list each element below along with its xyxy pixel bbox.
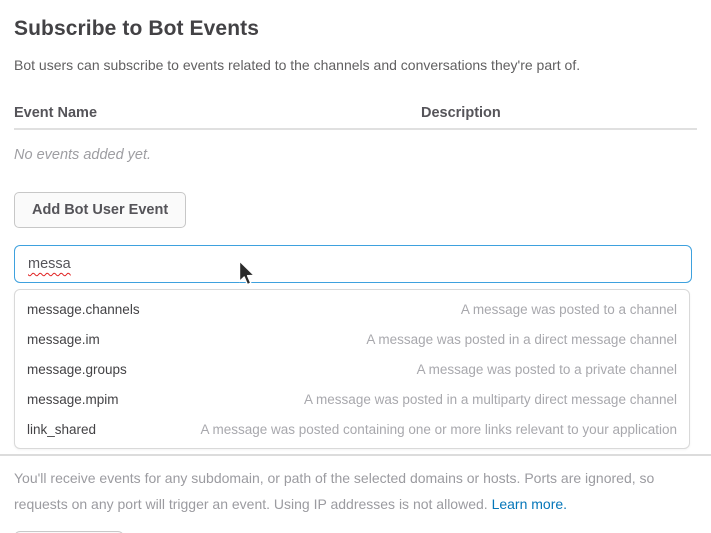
page-title: Subscribe to Bot Events bbox=[14, 17, 260, 40]
empty-events-message: No events added yet. bbox=[14, 147, 152, 163]
event-search-input[interactable]: messa bbox=[14, 245, 692, 283]
suggestion-name: link_shared bbox=[27, 421, 97, 437]
event-search-value: messa bbox=[28, 256, 71, 272]
suggestion-description: A message was posted to a private channe… bbox=[416, 361, 677, 377]
suggestion-name: message.im bbox=[27, 331, 100, 347]
events-table-header: Event Name Description bbox=[14, 105, 690, 121]
table-header-divider bbox=[14, 128, 697, 130]
event-suggestions-dropdown: message.channels A message was posted to… bbox=[14, 289, 690, 449]
suggestion-name: message.channels bbox=[27, 301, 140, 317]
suggestion-message-groups[interactable]: message.groups A message was posted to a… bbox=[15, 354, 689, 384]
column-header-description: Description bbox=[421, 105, 501, 121]
suggestion-message-im[interactable]: message.im A message was posted in a dir… bbox=[15, 324, 689, 354]
section-divider bbox=[0, 454, 711, 456]
suggestion-description: A message was posted in a direct message… bbox=[366, 331, 677, 347]
page-description: Bot users can subscribe to events relate… bbox=[14, 57, 581, 73]
learn-more-link[interactable]: Learn more. bbox=[491, 496, 568, 512]
suggestion-description: A message was posted containing one or m… bbox=[200, 421, 677, 437]
footer-note-text: You'll receive events for any subdomain,… bbox=[14, 470, 655, 512]
suggestion-message-mpim[interactable]: message.mpim A message was posted in a m… bbox=[15, 384, 689, 414]
suggestion-name: message.groups bbox=[27, 361, 127, 377]
suggestion-name: message.mpim bbox=[27, 391, 119, 407]
footer-note: You'll receive events for any subdomain,… bbox=[14, 465, 682, 517]
suggestion-description: A message was posted to a channel bbox=[460, 301, 677, 317]
suggestion-link-shared[interactable]: link_shared A message was posted contain… bbox=[15, 414, 689, 444]
column-header-event-name: Event Name bbox=[14, 105, 98, 121]
suggestion-description: A message was posted in a multiparty dir… bbox=[304, 391, 677, 407]
suggestion-message-channels[interactable]: message.channels A message was posted to… bbox=[15, 294, 689, 324]
add-bot-user-event-button[interactable]: Add Bot User Event bbox=[14, 192, 187, 228]
